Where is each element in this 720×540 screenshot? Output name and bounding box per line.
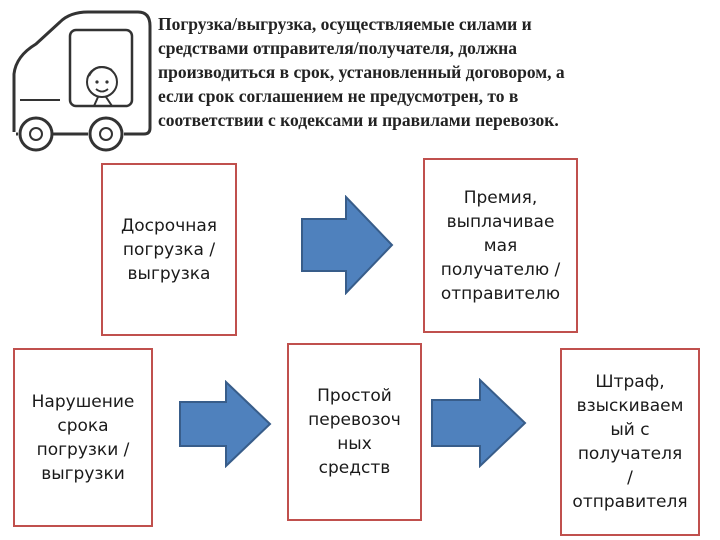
box-label: отправителя [572,492,688,512]
cartoon-truck-icon [12,10,152,152]
right-arrow-icon [431,378,527,468]
box-idle-vehicles: Простой перевозоч ных средств [287,343,422,521]
box-label: погрузка / [122,239,216,260]
intro-line: соответствии с кодексами и правилами пер… [158,110,559,130]
intro-line: средствами отправителя/получателя, должн… [158,38,518,58]
right-arrow-icon [301,195,394,295]
box-label: погрузки / [36,439,130,460]
box-label: Простой [317,386,392,406]
right-arrow-icon [179,380,272,468]
box-label: Досрочная [120,215,218,236]
box-bonus: Премия, выплачивае мая получателю / отпр… [423,158,578,333]
intro-paragraph: Погрузка/выгрузка, осуществляемые силами… [158,12,718,132]
box-label: выгрузки [41,463,125,484]
box-fine: Штраф, взыскиваем ый с получателя / отпр… [560,348,700,536]
box-label: Нарушение [31,391,135,412]
box-label: средств [318,458,391,478]
box-label: Штраф, [595,372,665,392]
intro-line: Погрузка/выгрузка, осуществляемые силами… [158,14,532,34]
box-label: получателю / [440,259,561,280]
box-early-loading: Досрочная погрузка / выгрузка [101,163,237,336]
box-label: мая [483,235,518,256]
box-label: взыскиваем [576,396,684,416]
box-label: Премия, [463,187,538,208]
box-label: / [627,468,633,488]
box-label: срока [57,415,109,436]
intro-line: производиться в срок, установленный дого… [158,62,565,82]
box-label: получателя [577,444,683,464]
box-label: отправителю [440,283,561,304]
box-label: выплачивае [446,211,555,232]
box-label: ных [337,434,372,454]
box-label: перевозоч [308,410,401,430]
box-label: выгрузка [127,263,211,284]
box-label: ый с [610,420,650,440]
intro-line: если срок соглашением не предусмотрен, т… [158,86,519,106]
box-violation: Нарушение срока погрузки / выгрузки [13,348,153,527]
